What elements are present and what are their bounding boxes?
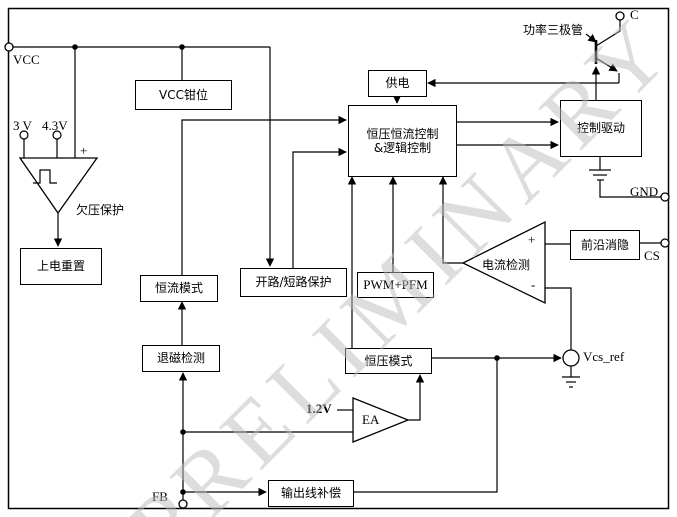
error-amp-label: EA bbox=[362, 412, 380, 427]
pin-terminals bbox=[4, 11, 670, 509]
error-amplifier bbox=[352, 397, 410, 443]
threshold-3v-label: 3 V bbox=[13, 118, 32, 133]
block-line-comp-label: 输出线补偿 bbox=[280, 486, 341, 501]
ground-icon bbox=[562, 376, 580, 388]
cs-pin-terminal bbox=[660, 238, 670, 248]
block-leb-label: 前沿消隐 bbox=[580, 237, 629, 252]
c-pin-label: C bbox=[630, 7, 639, 22]
chip-boundary bbox=[7, 7, 670, 510]
block-leading-edge-blanking: 前沿消隐 bbox=[570, 230, 640, 260]
gnd-pin-label: GND bbox=[630, 184, 659, 199]
ground-icon bbox=[589, 169, 611, 181]
vcc-pin-terminal bbox=[4, 42, 14, 52]
block-por-label: 上电重置 bbox=[36, 259, 85, 274]
wires bbox=[13, 20, 663, 493]
vcs-ref-source bbox=[562, 349, 580, 367]
block-open-short-label: 开路/短路保护 bbox=[255, 275, 332, 290]
threshold-4v3-label: 4.3V bbox=[42, 118, 68, 133]
fb-pin-terminal bbox=[178, 499, 188, 509]
block-open-short-protection: 开路/短路保护 bbox=[240, 268, 347, 297]
block-demag-label: 退磁检测 bbox=[156, 351, 205, 366]
block-vcc-clamp: VCC钳位 bbox=[135, 80, 232, 110]
block-cvcc-line1: 恒压恒流控制 bbox=[366, 126, 439, 141]
cs-pin-label: CS bbox=[644, 248, 660, 263]
current-sense-comparator bbox=[461, 220, 546, 305]
block-power-on-reset: 上电重置 bbox=[20, 248, 102, 285]
vcc-pin-label: VCC bbox=[13, 52, 40, 67]
threshold-terminals bbox=[19, 130, 62, 140]
block-output-line-compensation: 输出线补偿 bbox=[268, 480, 354, 507]
block-cvcc-logic-control: 恒压恒流控制 &逻辑控制 bbox=[348, 105, 457, 177]
comparator-minus-sign: - bbox=[531, 277, 536, 292]
gnd-pin-terminal bbox=[660, 192, 670, 202]
block-cc-mode-label: 恒流模式 bbox=[154, 281, 203, 296]
junction-dots bbox=[72, 44, 500, 495]
block-vcc-clamp-label: VCC钳位 bbox=[159, 87, 208, 102]
uvlo-label: 欠压保护 bbox=[76, 203, 125, 217]
block-pwm-pfm: PWM+PFM bbox=[357, 272, 434, 298]
block-control-drive-label: 控制驱动 bbox=[576, 121, 625, 136]
block-demag-detect: 退磁检测 bbox=[142, 345, 220, 372]
block-cc-mode: 恒流模式 bbox=[140, 275, 218, 302]
vref-label: 1.2V bbox=[306, 401, 332, 416]
block-cv-mode: 恒压模式 bbox=[345, 348, 432, 374]
block-cvcc-line2: &逻辑控制 bbox=[373, 141, 432, 155]
uvlo-comparator bbox=[18, 157, 99, 215]
block-cv-mode-label: 恒压模式 bbox=[364, 353, 413, 368]
block-control-drive: 控制驱动 bbox=[560, 100, 642, 157]
arrow-wires bbox=[53, 33, 619, 501]
block-supply-label: 供电 bbox=[385, 76, 410, 91]
comparator-plus-sign: + bbox=[528, 232, 536, 247]
c-pin-terminal bbox=[615, 11, 625, 21]
current-sense-label: 电流检测 bbox=[482, 258, 531, 272]
uvlo-plus-sign: + bbox=[80, 143, 88, 158]
hysteresis-icon bbox=[33, 169, 57, 184]
fb-pin-label: FB bbox=[152, 489, 168, 504]
block-pwm-pfm-label: PWM+PFM bbox=[363, 277, 428, 293]
vcs-ref-label: Vcs_ref bbox=[583, 349, 625, 364]
block-supply: 供电 bbox=[368, 70, 427, 97]
power-transistor-label: 功率三极管 bbox=[523, 23, 584, 37]
